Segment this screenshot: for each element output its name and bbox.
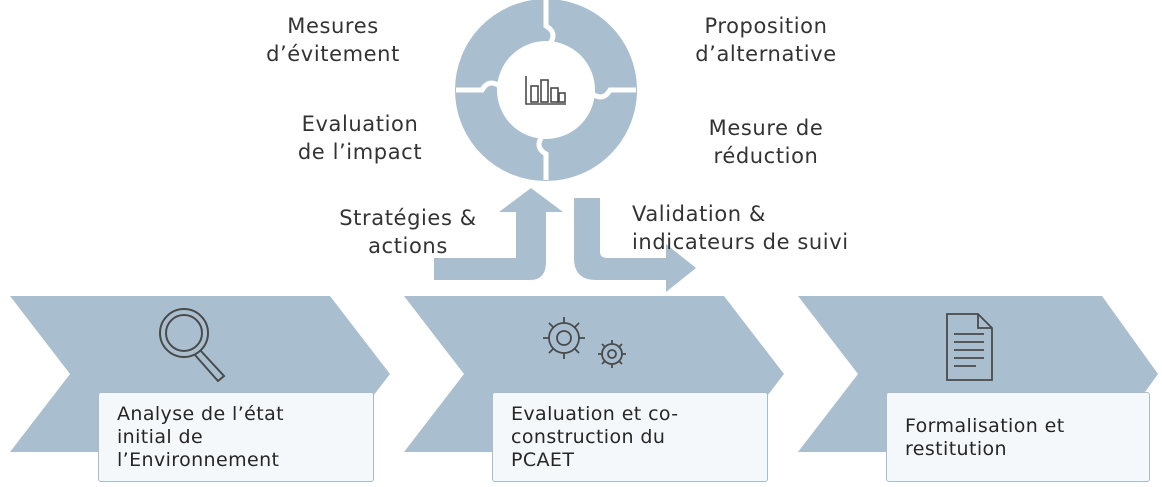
step-box-evaluation: Evaluation et co- construction du PCAET xyxy=(492,392,768,482)
label-mesures-evitement: Mesures d’évitement xyxy=(266,14,400,66)
document-icon xyxy=(946,313,993,381)
label-validation-indicateurs: Validation & indicateurs de suivi xyxy=(632,202,849,254)
gears-icon xyxy=(543,317,626,368)
step-label-analyse: Analyse de l’état initial de l’Environne… xyxy=(117,403,284,471)
label-mesure-reduction: Mesure de réduction xyxy=(708,116,824,168)
down-right-arrow xyxy=(574,198,696,292)
label-strategies-actions: Stratégies & actions xyxy=(339,206,477,258)
step-box-analyse: Analyse de l’état initial de l’Environne… xyxy=(98,392,374,482)
step-label-formalisation: Formalisation et restitution xyxy=(905,415,1065,460)
magnifier-icon xyxy=(159,308,226,383)
step-label-evaluation: Evaluation et co- construction du PCAET xyxy=(511,403,679,471)
step-box-formalisation: Formalisation et restitution xyxy=(886,392,1150,482)
label-proposition-alternative: Proposition d’alternative xyxy=(695,14,837,66)
up-arrow xyxy=(434,188,563,280)
label-evaluation-impact: Evaluation de l’impact xyxy=(297,112,423,164)
bar-chart-icon xyxy=(525,76,566,105)
cycle-ring xyxy=(455,0,637,181)
